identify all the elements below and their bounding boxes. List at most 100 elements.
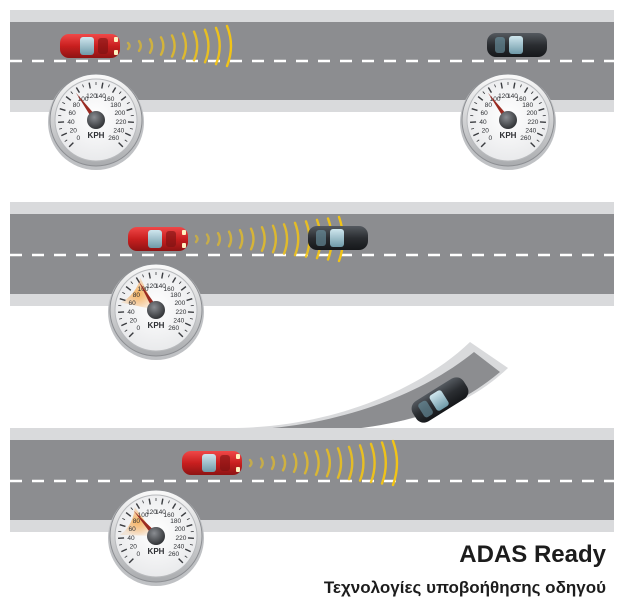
gauge-tick xyxy=(184,548,191,553)
gauge-tick xyxy=(178,558,184,564)
gauge-hub xyxy=(87,111,105,129)
gauge-tick xyxy=(135,503,141,509)
gauge-tick xyxy=(68,142,74,148)
gauge-tick xyxy=(184,555,188,558)
gauge-unit: KPH xyxy=(148,547,165,556)
gauge-tick xyxy=(184,329,188,332)
radar-waves xyxy=(126,24,233,68)
gauge-tick xyxy=(59,127,63,130)
radar-wave-arc xyxy=(181,32,188,60)
gauge-tick-label: 140 xyxy=(155,283,166,290)
gauge-tick xyxy=(161,498,164,505)
gauge-hub xyxy=(147,301,165,319)
gauge-tick-label: 220 xyxy=(176,535,187,542)
gauge-tick xyxy=(523,87,529,93)
gauge-tick xyxy=(61,132,68,137)
gauge-tick-label: 160 xyxy=(164,286,175,293)
gauge-tick-label: 20 xyxy=(130,544,138,551)
gauge-unit: KPH xyxy=(500,131,517,140)
gauge-tick-label: 260 xyxy=(520,135,531,142)
gauge-tick xyxy=(530,142,536,148)
gauge-tick xyxy=(118,91,122,95)
gauge-tick-label: 40 xyxy=(479,119,487,126)
gauge-tick xyxy=(494,84,496,88)
caption-title: ADAS Ready xyxy=(459,541,606,568)
gauge-tick xyxy=(121,322,128,327)
gauge-tick xyxy=(538,108,545,112)
gauge-tick xyxy=(62,101,66,105)
gauge-tick-label: 80 xyxy=(133,518,141,525)
gauge-tick xyxy=(124,132,131,137)
gauge-tick xyxy=(120,96,127,101)
host-car-red xyxy=(182,451,242,475)
host-car-red xyxy=(128,227,188,251)
radar-wave-arc xyxy=(214,26,221,66)
gauge-tick-label: 180 xyxy=(170,518,181,525)
radar-wave-arc xyxy=(358,444,365,482)
radar-wave-arc xyxy=(148,38,154,54)
gauge-tick xyxy=(189,543,193,546)
gauge-tick xyxy=(476,139,480,142)
gauge-tick xyxy=(130,281,134,285)
radar-wave-arc xyxy=(137,39,142,53)
gauge-tick-label: 260 xyxy=(168,551,179,558)
radar-wave-arc xyxy=(216,231,222,247)
gauge-tick-label: 160 xyxy=(104,96,115,103)
radar-wave-arc xyxy=(369,442,376,484)
gauge-tick xyxy=(161,272,164,279)
gauge-tick-label: 240 xyxy=(173,318,184,325)
gauge-tick-label: 180 xyxy=(170,292,181,299)
gauge-tick xyxy=(129,127,133,130)
gauge-tick-label: 60 xyxy=(129,300,137,307)
gauge-tick xyxy=(471,127,475,130)
gauge-tick xyxy=(184,322,191,327)
gauge-tick-label: 120 xyxy=(146,509,157,516)
gauge-tick-label: 140 xyxy=(155,509,166,516)
gauge-tick xyxy=(124,329,128,332)
gauge-tick xyxy=(471,108,478,112)
gauge-tick-label: 60 xyxy=(129,526,137,533)
radar-wave-arc xyxy=(293,221,300,257)
radar-wave-arc xyxy=(225,24,233,68)
gauge-tick-label: 260 xyxy=(108,135,119,142)
gauge-tick xyxy=(189,317,193,320)
radar-wave-arc xyxy=(259,457,264,469)
gauge-warning-zone xyxy=(120,507,156,536)
radar-wave-arc xyxy=(159,36,165,56)
road-asphalt xyxy=(10,440,614,520)
gauge-tick-label: 40 xyxy=(67,119,75,126)
gauge-tick xyxy=(122,291,126,295)
radar-wave-arc xyxy=(248,458,253,468)
caption-subtitle: Τεχνολογίες υποβοήθησης οδηγού xyxy=(323,578,606,597)
gauge-tick xyxy=(473,132,480,137)
radar-wave-arc xyxy=(336,447,343,479)
gauge-tick-label: 140 xyxy=(507,93,518,100)
gauge-tick xyxy=(487,87,493,93)
gauge-tick-label: 0 xyxy=(77,135,81,142)
radar-wave-arc xyxy=(314,450,320,476)
radar-wave-arc xyxy=(194,234,199,244)
gauge-tick-label: 220 xyxy=(528,119,539,126)
gauge-tick xyxy=(186,298,193,302)
gauge-tick-label: 200 xyxy=(174,300,185,307)
radar-wave-arc xyxy=(271,224,278,254)
gauge-tick xyxy=(171,277,177,283)
gauge-tick xyxy=(118,142,124,148)
gauge-tick-label: 220 xyxy=(116,119,127,126)
gauge-tick xyxy=(125,512,132,517)
gauge-tick xyxy=(171,503,177,509)
radar-wave-arc xyxy=(203,28,210,64)
gauge-tick-label: 100 xyxy=(490,96,501,103)
gauge-tick-label: 200 xyxy=(174,526,185,533)
gauge-tick xyxy=(124,555,128,558)
gauge-tick xyxy=(130,507,134,511)
radar-wave-arc xyxy=(270,455,276,471)
gauge-tick-label: 20 xyxy=(482,128,490,135)
gauge-tick xyxy=(480,142,486,148)
gauge-tick xyxy=(186,291,190,295)
gauge-tick-label: 60 xyxy=(481,110,489,117)
radar-wave-arc xyxy=(227,230,233,248)
gauge-tick xyxy=(122,517,126,521)
